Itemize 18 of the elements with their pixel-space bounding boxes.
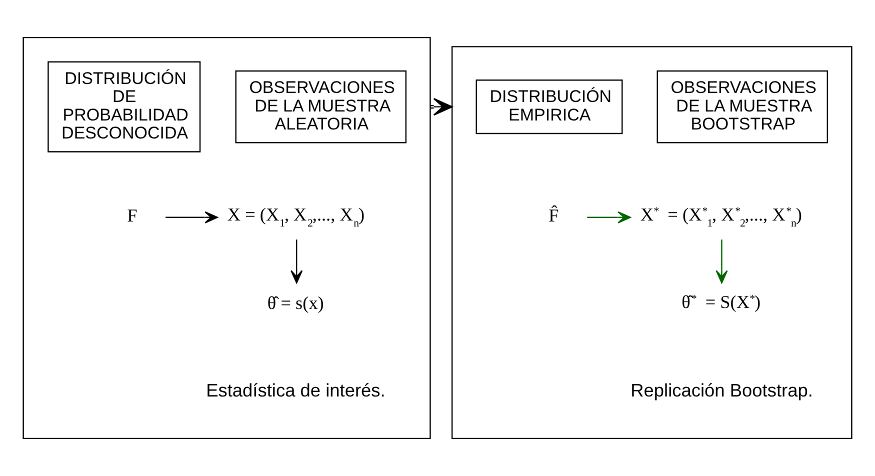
arrow [716, 240, 728, 284]
node-text: F [127, 206, 138, 226]
node-box: OBSERVACIONES DE LA MUESTRA ALEATORIA [235, 70, 407, 144]
node-text: θ̂$^{*}$ = S(X$^{*}$) [682, 292, 761, 312]
label: Estadística de interés. [206, 380, 386, 401]
node-box: DISTRIBUCIÓN EMPIRICA [476, 79, 623, 134]
node-text: X = (X$_{1}$, X$_{2}$,..., X$_{n}$) [227, 204, 365, 230]
node-text: F̂ [548, 206, 559, 226]
arrow [290, 240, 303, 284]
arrow [587, 211, 631, 224]
node-text: θ̂ = s(x) [267, 293, 324, 314]
cluster [451, 46, 852, 440]
label: Replicación Bootstrap. [630, 380, 813, 401]
node-text: X$^{*}$ = (X$^{*}$$_{1}$, X$^{*}$$_{2}$,..., X$^{*}$$_{n}$) [640, 204, 802, 230]
node-box: OBSERVACIONES DE LA MUESTRA BOOTSTRAP [656, 70, 828, 144]
cluster [22, 36, 431, 440]
node-box: DISTRIBUCIÓN DE PROBABILIDAD DESCONOCIDA [48, 61, 201, 152]
arrow [166, 211, 218, 224]
